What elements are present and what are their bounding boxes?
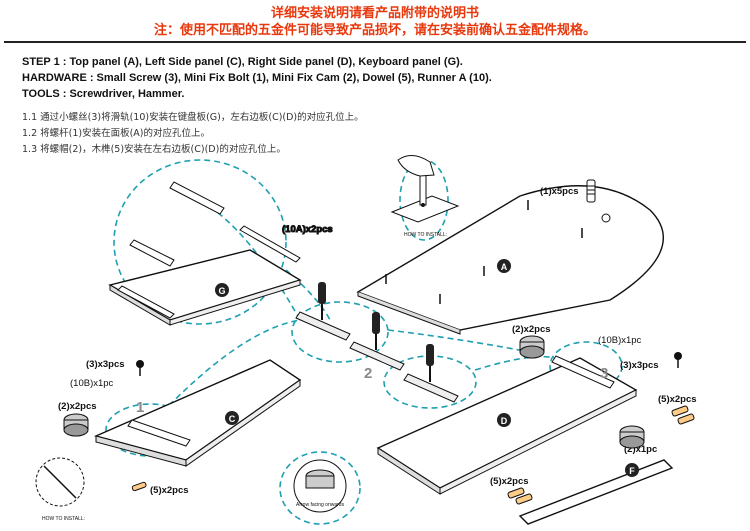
dowel-5-bottom-label: (5)x2pcs	[150, 485, 189, 496]
panel-g: G	[108, 249, 302, 326]
bolt-qty-label: (1)x5pcs	[540, 186, 579, 197]
header-line-1: 详细安装说明请看产品附带的说明书	[270, 6, 479, 21]
cam-detail: Arrow facing onwards	[293, 459, 347, 513]
panel-f-label: F	[629, 466, 635, 476]
panel-a-label: A	[501, 262, 508, 272]
how-to-install-top-label: HOW TO INSTALL:	[404, 232, 447, 238]
runner-10b-left-label: (10B)x1pc	[70, 378, 114, 389]
panel-g-label: G	[218, 286, 225, 296]
header-warning: 注：使用不匹配的五金件可能导致产品损坏，请在安装前确认五金配件规格。	[153, 23, 596, 38]
screw-3-left-label: (3)x3pcs	[86, 359, 125, 370]
tools-list: TOOLS : Screwdriver, Hammer.	[22, 88, 185, 100]
runner-10b-right-label: (10B)x1pc	[598, 335, 642, 346]
screw-3-right-label: (3)x3pcs	[620, 360, 659, 371]
runner-10a-label: (10A)x2pcs	[282, 224, 333, 235]
note-1-2: 1.2 将螺杆(1)安装在面板(A)的对应孔位上。	[22, 128, 210, 139]
panel-f: F	[518, 459, 674, 525]
dowel-icon	[131, 481, 147, 492]
how-to-install-bolt: HOW TO INSTALL:	[390, 174, 460, 238]
panel-d: D	[376, 355, 638, 495]
step-number-2: 2	[364, 365, 372, 382]
note-1-1: 1.1 通过小螺丝(3)将滑轨(10)安装在键盘板(G)，左右边板(C)(D)的…	[22, 112, 364, 123]
header-divider	[4, 41, 746, 43]
cam-icon	[619, 425, 645, 449]
step-title: STEP 1 : Top panel (A), Left Side panel …	[22, 56, 463, 68]
how-to-install-left-label: HOW TO INSTALL:	[42, 516, 85, 522]
hand-icon	[397, 155, 435, 177]
dowel-5-f-label: (5)x2pcs	[490, 476, 529, 487]
cam-2-left-label: (2)x2pcs	[58, 401, 97, 412]
cam-icon	[63, 413, 89, 437]
hardware-list: HARDWARE : Small Screw (3), Mini Fix Bol…	[22, 72, 492, 84]
dowel-icon	[507, 487, 533, 505]
runner-detail	[295, 311, 459, 403]
dowel-5-right-label: (5)x2pcs	[658, 394, 697, 405]
note-1-3: 1.3 将螺帽(2)，木榫(5)安装在左右边板(C)(D)的对应孔位上。	[22, 144, 286, 155]
panel-c-label: C	[229, 414, 236, 424]
left-hardware: (3)x3pcs (10B)x1pc (2)x2pcs	[58, 359, 144, 437]
step-numbers: 1 2 3	[136, 365, 608, 416]
guide-lines	[105, 159, 623, 525]
panel-d-label: D	[501, 416, 508, 426]
panel-c: C	[93, 359, 302, 467]
panel-a: A	[356, 185, 665, 335]
screwdriver-icons	[318, 282, 434, 382]
step-number-1: 1	[136, 399, 144, 416]
right-hardware: (2)x2pcs (10B)x1pc (3)x3pcs (5)x2pcs (2)…	[512, 324, 697, 455]
runner-10a: (10A)x2pcs	[117, 181, 333, 319]
cam-2-right-top-label: (2)x2pcs	[512, 324, 551, 335]
step-number-3: 3	[600, 365, 608, 382]
cam-icon	[519, 335, 545, 359]
arrow-facing-label: Arrow facing onwards	[296, 502, 345, 508]
mini-fix-bolt: (1)x5pcs	[540, 179, 596, 203]
how-to-install-dowel: HOW TO INSTALL:	[35, 457, 85, 522]
cam-2-right-bottom-label: (2)x1pc	[624, 444, 657, 455]
dowel-icon	[671, 405, 695, 425]
